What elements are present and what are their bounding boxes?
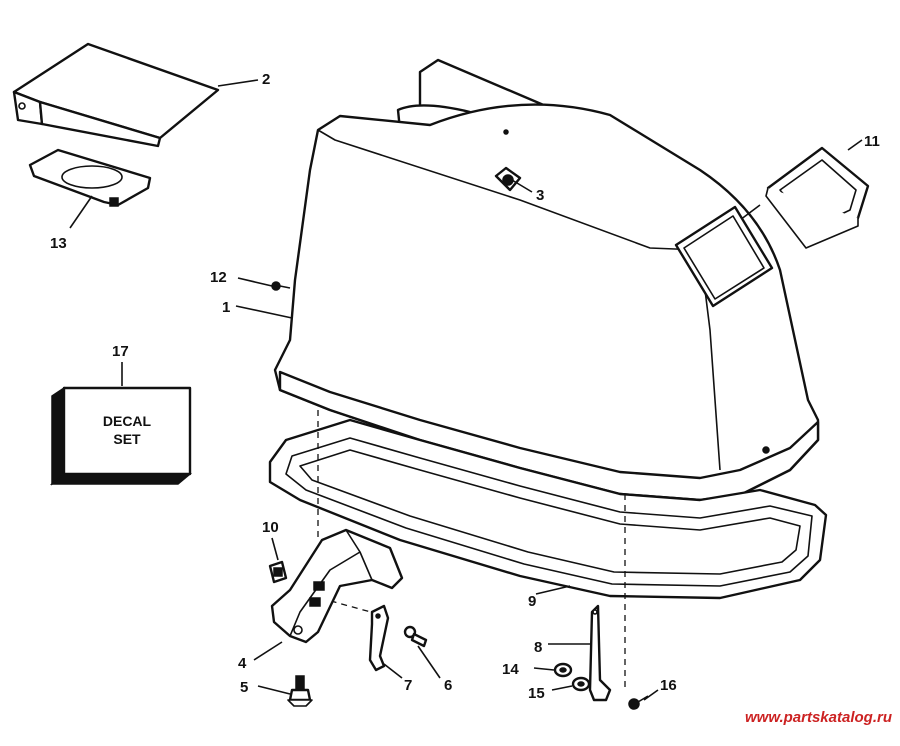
- part-6-bolt: [403, 625, 428, 648]
- part-7-latch: [368, 604, 390, 672]
- part-10-clip: [268, 560, 288, 584]
- part-8-strap: [588, 604, 612, 702]
- part-11-vent-grille: [765, 146, 870, 249]
- part-16-screw: [628, 695, 649, 710]
- callout-4: 4: [238, 655, 247, 672]
- part-2-cover: [12, 42, 220, 148]
- part-15-washer: [571, 676, 591, 692]
- callout-17: 17: [112, 343, 129, 360]
- part-1-motor-cover: [273, 58, 820, 502]
- decal-text-line2: SET: [113, 431, 141, 447]
- callout-5: 5: [240, 679, 248, 696]
- callout-8: 8: [534, 639, 542, 656]
- callout-1: 1: [222, 299, 230, 316]
- part-4-bracket: [270, 528, 404, 644]
- callout-12: 12: [210, 269, 227, 286]
- callout-6: 6: [444, 677, 452, 694]
- watermark-text: www.partskatalog.ru: [745, 709, 892, 726]
- callout-3: 3: [536, 187, 544, 204]
- callout-labels: 2 13 3 11 12 1 17 10 4 5 6 7 9 8 14 15 1…: [50, 71, 880, 702]
- part-17-decal-set: DECAL SET: [49, 386, 193, 486]
- part-12-screw: [271, 281, 291, 291]
- callout-2: 2: [262, 71, 270, 88]
- part-14-nut: [553, 662, 573, 678]
- callout-15: 15: [528, 685, 545, 702]
- leader-lines: [69, 79, 863, 701]
- callout-14: 14: [502, 661, 519, 678]
- callout-10: 10: [262, 519, 279, 536]
- part-5-fastener: [287, 675, 313, 707]
- part-9-seal-ring: [268, 418, 828, 600]
- callout-13: 13: [50, 235, 67, 252]
- part-13-seal: [28, 148, 152, 207]
- callout-16: 16: [660, 677, 677, 694]
- callout-9: 9: [528, 593, 536, 610]
- callout-7: 7: [404, 677, 412, 694]
- callout-11: 11: [864, 133, 880, 150]
- decal-text-line1: DECAL: [103, 413, 152, 429]
